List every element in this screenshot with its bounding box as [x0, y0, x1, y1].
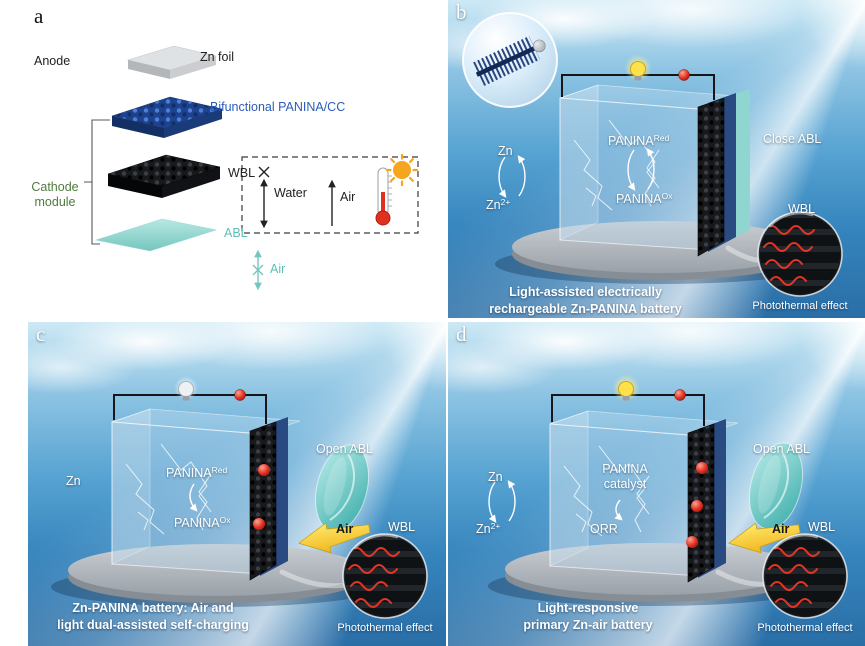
photothermal-inset [761, 534, 849, 619]
active-site-sphere [253, 518, 265, 530]
wbl-label: WBL [388, 520, 416, 534]
zn-foil-label: Zn foil [200, 50, 235, 64]
light-bulb-icon [620, 50, 656, 86]
cathode-module-label: Cathode module [31, 180, 79, 209]
close-abl-label: Close ABL [763, 132, 822, 146]
zn-cycle-arrows [489, 482, 515, 521]
air-label: Air [772, 522, 790, 536]
air-label: Air [340, 190, 356, 204]
panina-cc-layer [111, 96, 223, 138]
photothermal-inset [341, 534, 429, 619]
air-permeable-icon [252, 249, 264, 291]
panel-c-letter: c [36, 322, 46, 346]
panel-b: b Zn Zn2+ PANINARed PANINAOx Close ABL W… [448, 0, 865, 318]
wbl-layer [107, 154, 221, 198]
anode-label: Anode [34, 54, 71, 68]
red-connector [678, 69, 690, 81]
orr-label: ORR [590, 522, 618, 536]
zn-cycle-arrows [499, 157, 525, 196]
panina-red-label: PANINARed [608, 132, 670, 149]
zn-ion-label: Zn2+ [486, 196, 511, 213]
active-site-sphere [691, 500, 703, 512]
light-bulb-icon [170, 372, 202, 404]
zn-label: Zn [66, 474, 81, 488]
panina-down-arrow [189, 483, 198, 512]
panel-b-art [462, 12, 865, 318]
zn-label: Zn [498, 144, 513, 158]
panel-b-letter: b [456, 0, 467, 24]
wbl-label: WBL [228, 166, 256, 180]
panel-a-art [84, 45, 419, 291]
cathode-electrode [687, 418, 727, 583]
photothermal-inset [756, 212, 844, 297]
light-bulb-icon [608, 370, 644, 406]
water-blocked-icon [258, 166, 270, 229]
zn-ion-label: Zn2+ [476, 520, 501, 537]
sun-icon [385, 153, 419, 187]
open-abl-label: Open ABL [753, 442, 810, 456]
nanofiber-inset [462, 12, 558, 108]
zn-foil-layer [126, 45, 218, 79]
wbl-label: WBL [808, 520, 836, 534]
panina-catalyst-label: PANINA catalyst [602, 462, 648, 491]
zn-label: Zn [488, 470, 503, 484]
panel-d-letter: d [456, 322, 467, 346]
orr-down-arrow [614, 499, 623, 521]
cathode-electrode [697, 88, 751, 257]
panina-ox-label: PANINAOx [616, 190, 673, 207]
panel-c: c Zn PANINARed PANINAOx Open ABL Air WBL… [28, 322, 446, 646]
panel-a: a Anode Zn foil Bifunctional PANINA/CC W… [0, 0, 446, 320]
water-label: Water [274, 186, 307, 200]
panel-a-letter: a [34, 4, 44, 28]
active-site-sphere [696, 462, 708, 474]
panel-b-caption: Light-assisted electrically rechargeable… [489, 285, 682, 316]
photothermal-label: Photothermal effect [337, 622, 433, 634]
panel-d: d Zn Zn2+ PANINA catalyst ORR Open ABL A… [448, 322, 865, 646]
panel-c-caption: Zn-PANINA battery: Air and light dual-as… [57, 601, 249, 632]
photothermal-label: Photothermal effect [752, 300, 848, 312]
active-site-sphere [686, 536, 698, 548]
red-connector [234, 389, 246, 401]
air-label: Air [336, 522, 354, 536]
wbl-label: WBL [788, 202, 816, 216]
panel-c-art [51, 372, 446, 646]
panina-cc-label: Bifunctional PANINA/CC [210, 100, 346, 114]
active-site-sphere [258, 464, 270, 476]
photothermal-label: Photothermal effect [757, 622, 853, 634]
panina-ox-label: PANINAOx [174, 514, 231, 531]
panina-red-label: PANINARed [166, 464, 228, 481]
abl-layer [94, 218, 218, 252]
red-connector [674, 389, 686, 401]
thermometer-icon [375, 167, 392, 226]
abl-label: ABL [224, 226, 248, 240]
cathode-electrode [249, 416, 289, 581]
air-bottom-label: Air [270, 262, 286, 276]
cathode-bracket [84, 119, 110, 245]
membrane-legend-box [241, 156, 419, 234]
open-abl-label: Open ABL [316, 442, 373, 456]
panel-d-caption: Light-responsive primary Zn-air battery [523, 601, 653, 632]
panel-d-art [488, 370, 865, 646]
